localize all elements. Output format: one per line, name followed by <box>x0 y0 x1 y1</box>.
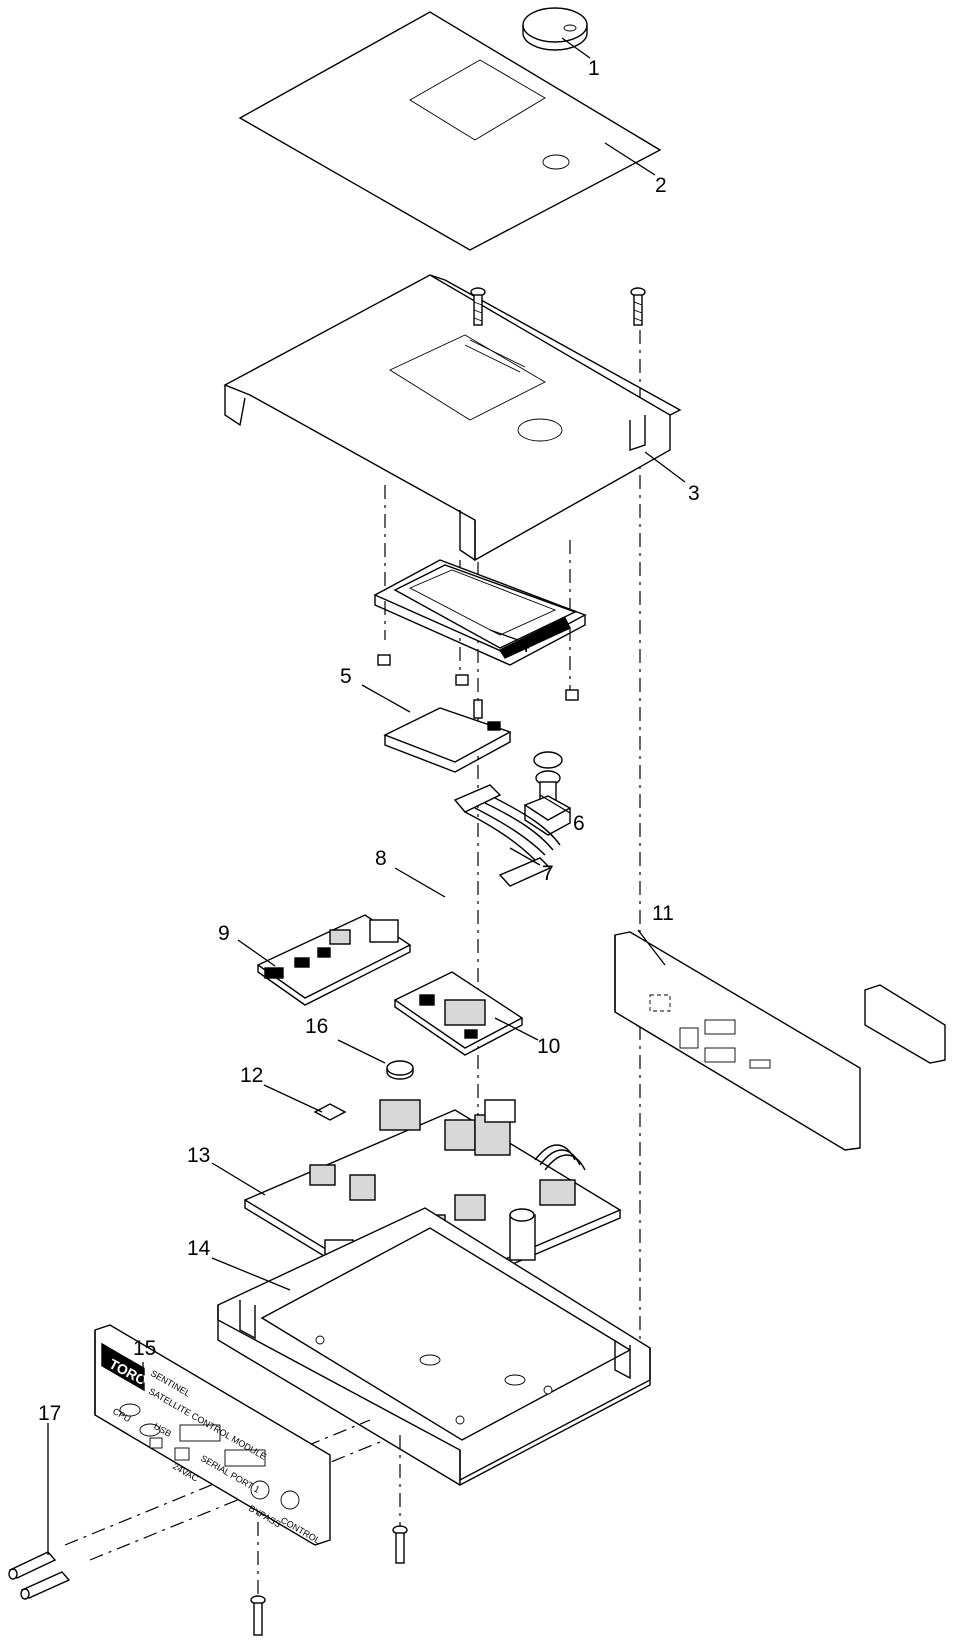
part-knob-cap <box>522 7 588 51</box>
part-rotary-switch <box>523 751 572 836</box>
part-ribbon-cable <box>453 784 561 887</box>
callout-11: 11 <box>652 902 674 925</box>
screw-top-left <box>470 287 486 326</box>
callout-17: 17 <box>38 1402 61 1425</box>
callout-7: 7 <box>542 862 554 885</box>
callout-2: 2 <box>655 174 667 197</box>
screw-top-right <box>630 287 646 326</box>
callout-6: 6 <box>573 812 585 835</box>
callout-3: 3 <box>688 482 700 505</box>
callout-9: 9 <box>218 922 230 945</box>
part-screws <box>250 287 646 1636</box>
callout-10: 10 <box>537 1035 560 1058</box>
part-base-housing <box>217 1207 651 1487</box>
part-coin-battery <box>386 1060 414 1080</box>
part-front-panel <box>94 1324 331 1546</box>
part-overlay-label <box>238 11 662 251</box>
part-comm-board <box>393 971 524 1056</box>
nut-2 <box>455 674 469 686</box>
callout-5: 5 <box>340 665 352 688</box>
callout-13: 13 <box>187 1144 210 1167</box>
callout-16: 16 <box>305 1015 328 1038</box>
part-small-board <box>383 707 512 773</box>
nut-1 <box>377 654 391 666</box>
part-small-chip <box>313 1103 347 1121</box>
callout-14: 14 <box>187 1237 211 1260</box>
callout-1: 1 <box>588 57 600 80</box>
part-lcd-display <box>373 559 587 666</box>
callout-8: 8 <box>375 847 387 870</box>
part-back-label <box>864 984 946 1064</box>
part-back-panel <box>614 931 861 1151</box>
screw-bottom-b <box>250 1595 266 1636</box>
callout-numbers: 1 2 3 4 5 6 7 8 9 10 11 12 13 14 15 16 1… <box>38 57 700 1425</box>
callout-15: 15 <box>133 1337 156 1360</box>
nut-3 <box>565 689 579 701</box>
callout-12: 12 <box>240 1064 263 1087</box>
part-fuses <box>8 1551 71 1600</box>
screw-mid <box>473 699 483 719</box>
leader-lines <box>47 37 686 1555</box>
callout-4: 4 <box>518 634 530 657</box>
screw-bottom-a <box>392 1525 408 1564</box>
part-interface-board <box>256 914 412 1006</box>
part-top-cover <box>223 274 682 562</box>
